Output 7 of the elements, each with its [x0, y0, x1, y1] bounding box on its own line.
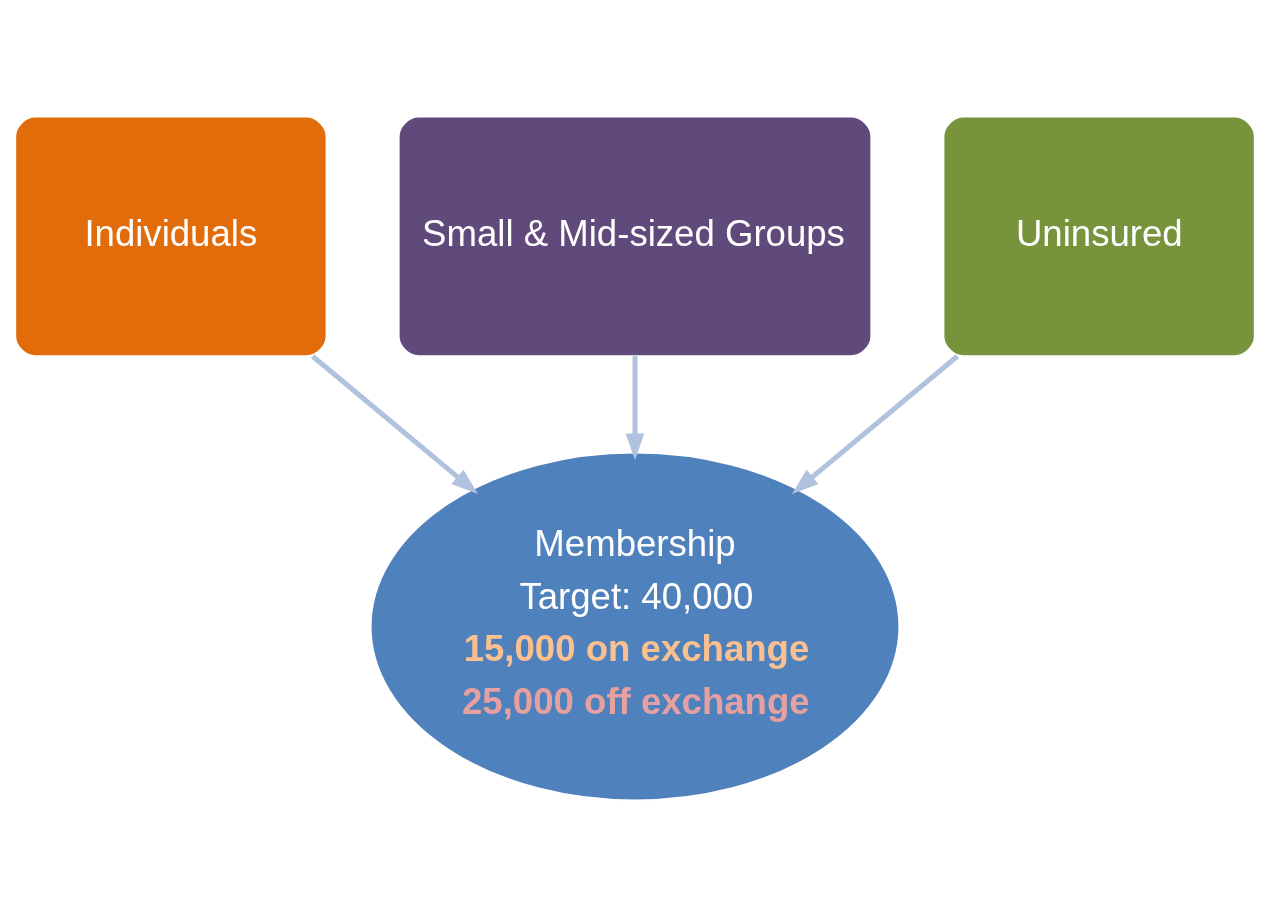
arrow	[311, 354, 478, 494]
node-box: Individuals	[14, 115, 328, 358]
arrow	[792, 354, 959, 494]
node-box: Small & Mid-sized Groups	[397, 115, 873, 358]
node-box: Uninsured	[942, 115, 1256, 358]
node-ellipse: Membership Target: 40,000 15,000 on exchange 25,000 off exchange	[369, 451, 901, 802]
arrow	[625, 356, 645, 461]
